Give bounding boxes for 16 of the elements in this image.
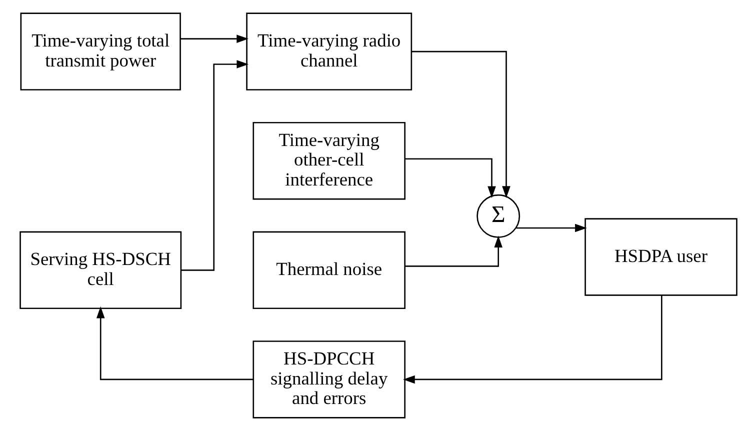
node-box: Time-varying total transmit power	[20, 12, 180, 90]
arrow	[96, 306, 253, 380]
node-box: HS-DPCCH signalling delay and errors	[252, 340, 405, 418]
arrow	[180, 60, 248, 271]
arrow	[404, 158, 496, 198]
node-box: Time-varying radio channel	[246, 12, 412, 90]
arrow	[410, 50, 510, 198]
node-box: Time-varying other-cell interference	[252, 122, 405, 200]
arrow	[404, 236, 502, 267]
node-box: Thermal noise	[252, 231, 405, 309]
node-circle: Σ	[476, 194, 520, 238]
arrow	[180, 34, 248, 43]
arrow	[516, 224, 586, 232]
node-box: Serving HS-DSCH cell	[19, 231, 182, 309]
node-box: HSDPA user	[584, 218, 737, 296]
arrow	[402, 295, 662, 384]
